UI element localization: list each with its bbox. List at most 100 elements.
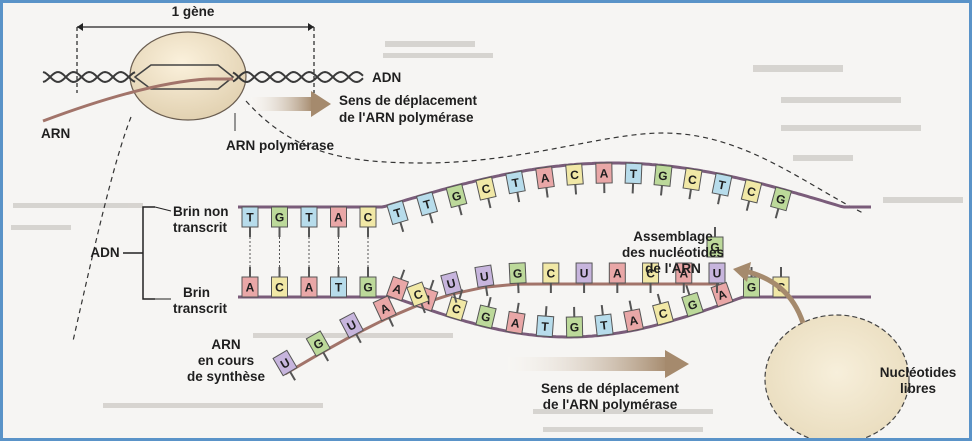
transcribed-nucleotide-letter: G xyxy=(747,281,756,295)
rna-nucleotide: U xyxy=(575,262,593,293)
supply-arrow xyxy=(744,268,806,324)
transcribed-nucleotide: A xyxy=(385,269,410,302)
non-transcribed-nucleotide-letter: T xyxy=(717,178,728,193)
non-transcribed-nucleotide: G xyxy=(653,164,673,196)
rna-nucleotide: U xyxy=(339,311,364,344)
transcribed-nucleotide-letter: G xyxy=(480,309,492,325)
assemblage-line2: des nucléotides xyxy=(622,245,724,260)
helix-strand-a-0 xyxy=(42,70,136,84)
transcribed-nucleotide-letter: A xyxy=(510,316,521,331)
rna-nucleotide-letter: U xyxy=(713,267,722,281)
non-transcribed-nucleotide: C xyxy=(565,163,584,195)
transcribed-nucleotide-letter: T xyxy=(541,319,550,334)
assemblage-line1: Assemblage xyxy=(633,229,713,244)
adn-label-main: ADN xyxy=(90,245,119,260)
sens-bottom-line2: de l'ARN polymérase xyxy=(543,397,678,412)
zoom-line-left xyxy=(72,116,132,342)
non-transcribed-nucleotide: T xyxy=(415,191,439,224)
brin-tr-line2: transcrit xyxy=(173,301,228,316)
libres-line1: Nucléotides xyxy=(880,365,957,380)
rna-nucleotide: G xyxy=(305,330,331,362)
non-transcribed-nucleotide-letter: G xyxy=(450,188,463,204)
non-transcribed-nucleotide-letter: G xyxy=(275,211,284,225)
non-transcribed-nucleotide: C xyxy=(740,179,763,211)
non-transcribed-nucleotide-letter: C xyxy=(746,184,758,200)
transcribed-nucleotide: G xyxy=(475,296,497,329)
transcribed-nucleotide-letter: A xyxy=(628,313,640,328)
incoming-nucleotide: G xyxy=(706,227,724,258)
transcribed-nucleotide-letter: G xyxy=(570,320,580,334)
non-transcribed-nucleotide-letter: A xyxy=(540,171,551,186)
transcribed-nucleotide: G xyxy=(359,267,377,298)
helix-strand-b-1 xyxy=(232,70,364,84)
non-transcribed-nucleotide: C xyxy=(682,167,703,200)
transcribed-nucleotide-letter: T xyxy=(335,281,343,295)
rna-nucleotide: C xyxy=(642,262,660,293)
transcribed-nucleotide-letter: T xyxy=(600,318,610,333)
non-transcribed-nucleotide-letter: A xyxy=(600,166,609,180)
rna-nucleotide-letter: U xyxy=(580,267,589,281)
non-transcribed-nucleotide-letter: C xyxy=(687,172,698,187)
transcribed-nucleotide: C xyxy=(271,267,288,298)
incoming-nucleotide-letter: G xyxy=(710,241,719,255)
non-transcribed-nucleotide: G xyxy=(271,206,288,237)
zoom-line-right xyxy=(245,100,864,214)
sens-top-line1: Sens de déplacement xyxy=(339,93,478,108)
non-transcribed-nucleotide-letter: C xyxy=(480,181,492,197)
non-transcribed-nucleotide: G xyxy=(445,183,468,216)
non-transcribed-nucleotide-letter: G xyxy=(658,169,669,184)
rna-strand-top xyxy=(42,77,209,123)
transcribed-nucleotide: A xyxy=(241,267,259,298)
transcribed-nucleotide-letter: C xyxy=(275,281,284,295)
transcribed-nucleotide: G xyxy=(743,267,760,298)
transcribed-nucleotide: G xyxy=(565,306,584,338)
non-transcribed-nucleotide: T xyxy=(241,206,259,237)
rna-nucleotide: U xyxy=(440,270,463,303)
non-transcribed-nucleotide-letter: T xyxy=(422,197,434,213)
transcribed-nucleotide-letter: G xyxy=(363,281,372,295)
non-transcribed-nucleotide: T xyxy=(711,172,733,205)
gene-overview: 1 gène ADN ARN ARN polymérase Sens de dé… xyxy=(41,4,478,153)
non-transcribed-nucleotide-letter: A xyxy=(334,211,343,225)
non-transcribed-nucleotide-letter: T xyxy=(392,205,404,221)
rna-nucleotide: C xyxy=(542,262,560,294)
direction-arrow-bottom xyxy=(665,350,689,378)
sens-bottom-line1: Sens de déplacement xyxy=(541,381,680,396)
non-transcribed-nucleotide: C xyxy=(475,176,497,209)
helix-strand-b-0 xyxy=(42,70,136,84)
transcribed-nucleotide: T xyxy=(330,267,347,298)
gene-label: 1 gène xyxy=(172,4,215,19)
non-transcribed-nucleotide: C xyxy=(359,206,377,237)
rna-nucleotide: U xyxy=(708,262,726,293)
rna-nucleotide-letter: A xyxy=(679,267,688,281)
arn-synth-line1: ARN xyxy=(211,337,240,352)
transcribed-backbone xyxy=(238,295,871,339)
rna-nucleotide: G xyxy=(508,262,527,294)
assemblage-line3: de l'ARN xyxy=(645,261,701,276)
brin-non-line2: transcrit xyxy=(173,220,228,235)
arn-synth-line2: en cours xyxy=(198,353,254,368)
non-transcribed-nucleotide: T xyxy=(505,170,526,203)
free-nucleotide-pool xyxy=(764,314,910,438)
transcribed-nucleotide-letter: G xyxy=(686,297,699,313)
arn-label-top: ARN xyxy=(41,126,70,141)
transcribed-nucleotide-letter: A xyxy=(246,281,255,295)
non-transcribed-nucleotide-letter: C xyxy=(570,168,580,183)
non-transcribed-nucleotide: A xyxy=(330,206,347,237)
transcribed-nucleotide-letter: A xyxy=(305,281,314,295)
rna-nucleotide: U xyxy=(474,264,495,297)
rna-nucleotide-letter: U xyxy=(445,276,457,292)
non-transcribed-nucleotide-letter: T xyxy=(305,211,313,225)
transcribed-nucleotide: G xyxy=(681,285,704,318)
direction-arrow-top xyxy=(311,91,331,117)
rna-polymerase-body xyxy=(129,31,247,121)
non-transcribed-nucleotide-letter: T xyxy=(630,167,639,181)
brin-non-line1: Brin non xyxy=(173,204,229,219)
arn-synth-line3: de synthèse xyxy=(187,369,266,384)
rna-nucleotide: A xyxy=(608,262,626,293)
transcribed-nucleotide: A xyxy=(623,300,644,333)
rna-nucleotide: C xyxy=(406,281,430,314)
rna-nucleotide: U xyxy=(272,349,298,381)
